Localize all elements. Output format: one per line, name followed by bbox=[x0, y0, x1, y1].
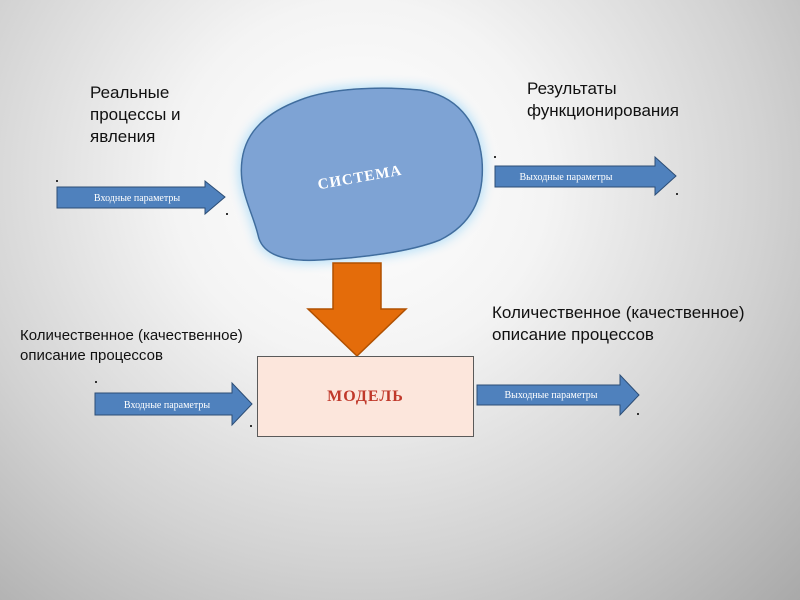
dot-marker bbox=[56, 180, 58, 182]
input-arrow-bottom: Входные параметры bbox=[94, 381, 253, 427]
results-label: Результаты функционирования bbox=[527, 79, 679, 120]
input-arrow-bottom-label: Входные параметры bbox=[124, 400, 210, 411]
dot-marker bbox=[637, 413, 639, 415]
system-shape bbox=[240, 87, 484, 262]
input-arrow-top: Входные параметры bbox=[56, 179, 226, 216]
quant-desc-right-label: Количественное (качественное) описание п… bbox=[492, 303, 745, 344]
output-arrow-top-label: Выходные параметры bbox=[519, 172, 612, 183]
dot-marker bbox=[95, 381, 97, 383]
quant-desc-left-label: Количественное (качественное) описание п… bbox=[20, 327, 243, 364]
dot-marker bbox=[676, 193, 678, 195]
dot-marker bbox=[494, 156, 496, 158]
output-arrow-bottom-label: Выходные параметры bbox=[504, 390, 597, 401]
model-label: МОДЕЛЬ bbox=[327, 387, 404, 405]
model-box: МОДЕЛЬ bbox=[257, 356, 474, 437]
down-arrow bbox=[306, 262, 408, 358]
output-arrow-top: Выходные параметры bbox=[494, 155, 677, 197]
dot-marker bbox=[226, 213, 228, 215]
input-arrow-top-label: Входные параметры bbox=[94, 193, 180, 204]
dot-marker bbox=[250, 425, 252, 427]
real-processes-label: Реальные процессы и явления bbox=[90, 83, 181, 146]
output-arrow-bottom: Выходные параметры bbox=[476, 373, 640, 417]
